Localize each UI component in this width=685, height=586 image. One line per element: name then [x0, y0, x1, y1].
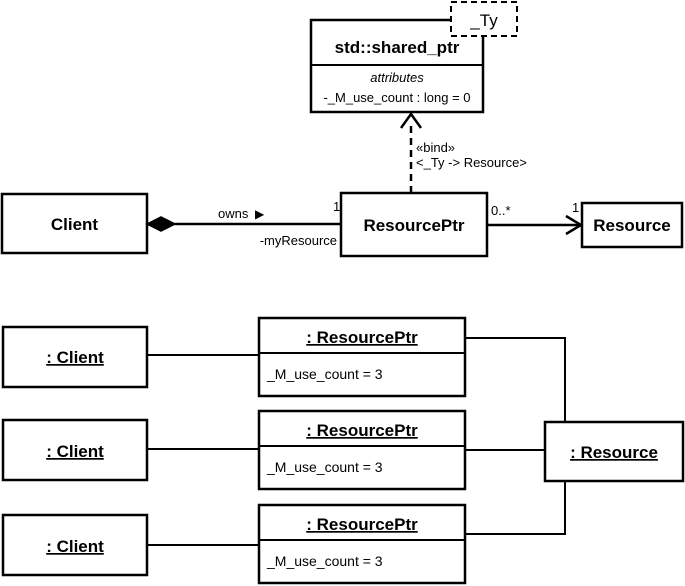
bind-stereotype: «bind» [416, 140, 455, 155]
composition-diamond-icon [145, 216, 177, 232]
resource-class-name: Resource [593, 216, 670, 235]
client-class[interactable]: Client [0, 192, 149, 255]
client-class-name: Client [51, 215, 99, 234]
resource-ptr-instance-name: : ResourcePtr [306, 515, 418, 534]
client-instance[interactable]: : Client [1, 325, 149, 389]
bind-relation: «bind» <_Ty -> Resource> [399, 111, 527, 193]
client-instance-name: : Client [46, 537, 104, 556]
template-parameter-box: _Ty [450, 1, 518, 37]
client-instance[interactable]: : Client [1, 513, 149, 577]
resource-ptr-instance[interactable]: : ResourcePtr _M_use_count = 3 [257, 409, 467, 491]
resource-ptr-instance[interactable]: : ResourcePtr _M_use_count = 3 [257, 316, 467, 398]
resource-multiplicity: 1 [572, 200, 579, 215]
resource-association: 0..* 1 [487, 200, 584, 236]
resource-ptr-instance-name: : ResourcePtr [306, 328, 418, 347]
client-instance-name: : Client [46, 442, 104, 461]
resource-ptr-class-name: ResourcePtr [363, 216, 464, 235]
template-parameter: _Ty [469, 11, 498, 30]
owns-arrow-icon: ▶ [255, 207, 265, 221]
resource-ptr-instance[interactable]: : ResourcePtr _M_use_count = 3 [257, 503, 467, 585]
resource-instance[interactable]: : Resource [543, 420, 685, 483]
object-links [147, 337, 566, 546]
resource-instance-name: : Resource [570, 443, 658, 462]
resource-ptr-class[interactable]: ResourcePtr [339, 191, 489, 258]
resource-class[interactable]: Resource [580, 201, 684, 249]
role-name: -myResource [260, 233, 337, 248]
resource-ptr-slot: _M_use_count = 3 [266, 459, 383, 475]
resource-ptr-instance-name: : ResourcePtr [306, 421, 418, 440]
bind-binding: <_Ty -> Resource> [416, 155, 527, 170]
resource-ptr-slot: _M_use_count = 3 [266, 366, 383, 382]
resource-ptr-slot: _M_use_count = 3 [266, 553, 383, 569]
shared-ptr-name: std::shared_ptr [335, 38, 460, 57]
client-instance-name: : Client [46, 348, 104, 367]
shared-ptr-attribute: -_M_use_count : long = 0 [323, 90, 470, 105]
composition-association: owns ▶ 1 -myResource [145, 199, 341, 248]
shared-ptr-section-label: attributes [370, 70, 424, 85]
ptr-multiplicity: 0..* [491, 203, 511, 218]
client-instance[interactable]: : Client [1, 418, 149, 482]
navigation-arrow-icon [565, 214, 584, 236]
owns-label: owns [218, 206, 249, 221]
client-multiplicity: 1 [333, 199, 340, 214]
